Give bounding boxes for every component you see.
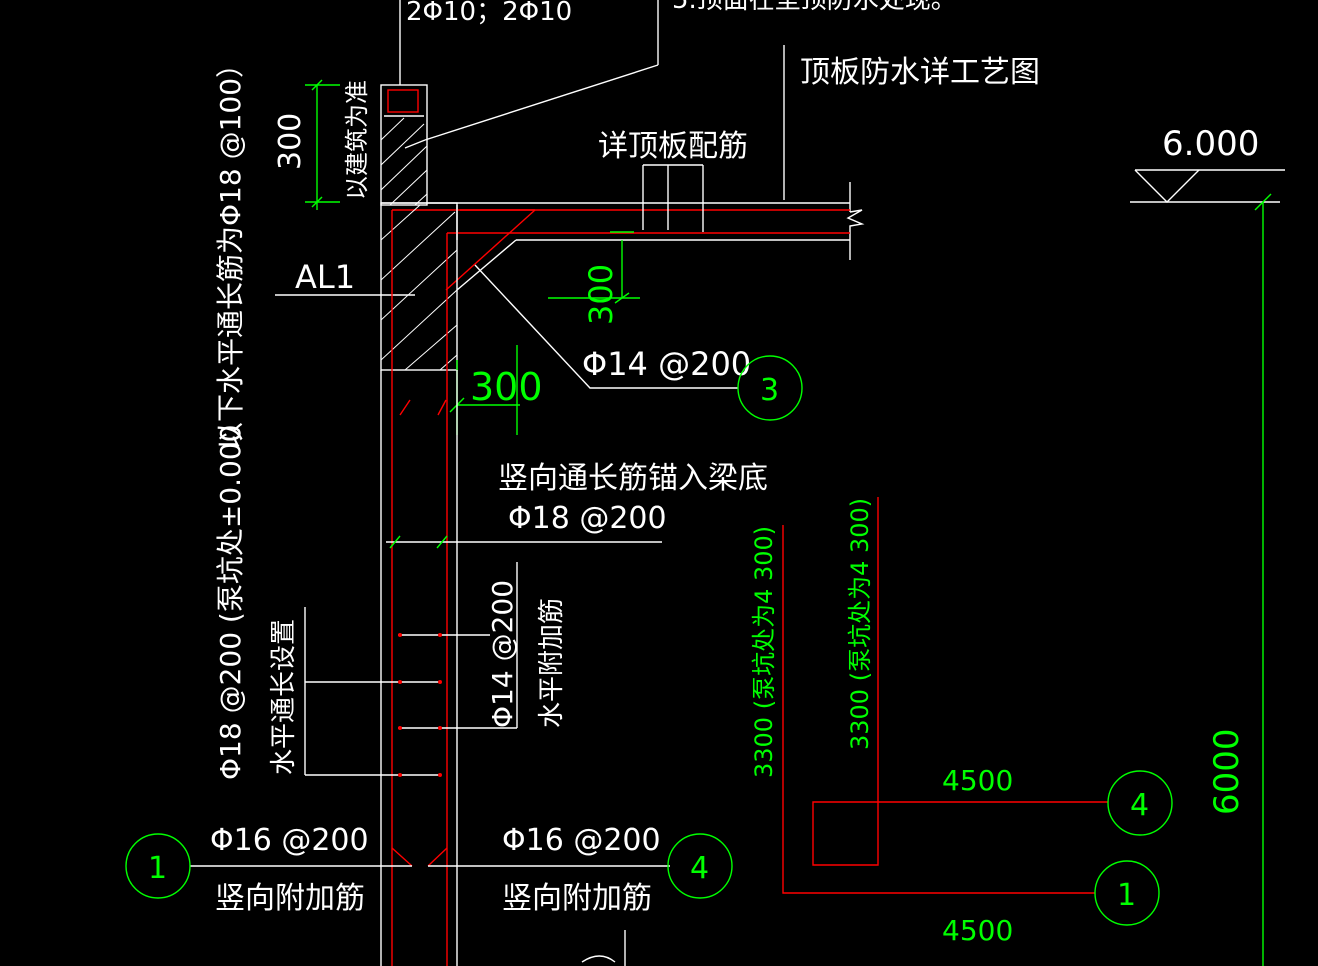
- extra-bar-spec: Φ14 @200: [486, 580, 519, 728]
- horizontal-note-vertical: 以下水平通长筋为Φ18 @100）: [214, 50, 247, 450]
- diag-bar-label: Φ14 @200: [582, 345, 751, 383]
- rebar-shape-4: [812, 497, 1108, 866]
- callout-4-right-circle: [1107, 770, 1173, 836]
- dim-3300-a: 3300 (泵坑处为4 300): [750, 526, 778, 778]
- right-vertical-label: 竖向附加筋: [502, 881, 652, 916]
- beam-label: AL1: [295, 258, 355, 296]
- dim-300-height: [305, 79, 340, 210]
- dim-haunch: [548, 231, 640, 304]
- diag-bar-leader: [474, 264, 738, 389]
- vertical-bar-label: Φ18 @200: [508, 501, 667, 536]
- callout-4-mid-circle: [667, 833, 733, 899]
- right-vertical-spec: Φ16 @200: [502, 823, 661, 858]
- beam-al1: [380, 202, 458, 371]
- callout-1-right-circle: [1094, 860, 1160, 926]
- vertical-anchor-label: 竖向通长筋锚入梁底: [498, 461, 768, 496]
- bottom-partial-arc: [581, 955, 616, 963]
- dim-width-300-label: 300: [470, 365, 543, 409]
- callout-1-left-circle: [125, 833, 191, 899]
- left-vertical-spec: Φ16 @200: [210, 823, 369, 858]
- callout-1-left: 1: [148, 851, 167, 886]
- callout-3: 3: [760, 373, 779, 408]
- arch-standard-label: 以建筑为准: [343, 80, 371, 200]
- wall: [380, 210, 458, 966]
- callout-4-mid: 4: [690, 851, 709, 886]
- vertical-bar-tick-b: [436, 535, 448, 549]
- horizontal-main-vertical: Φ18 @200 (泵坑处±0.000: [214, 425, 247, 780]
- roof-waterproof-label: 顶板防水详工艺图: [800, 55, 1040, 90]
- rebar-shape-1: [782, 525, 1095, 894]
- top-leaders: [399, 0, 785, 200]
- dim-haunch-label: 300: [582, 264, 620, 325]
- dim-4500-top: 4500: [942, 764, 1013, 797]
- top-note-right: 5.顶面在坚顶防水处现。: [672, 0, 957, 15]
- roof-rebar-label: 详顶板配筋: [598, 129, 748, 164]
- callout-1-right: 1: [1117, 878, 1136, 913]
- top-note-left: 2Φ10；2Φ10: [406, 0, 572, 27]
- callout-4-right: 4: [1130, 788, 1149, 823]
- roof-slab: [381, 182, 865, 291]
- parapet: [380, 84, 428, 206]
- extra-bar-label: 水平附加筋: [537, 598, 567, 728]
- callout-3-circle: [737, 355, 803, 421]
- elevation-symbol: [1130, 169, 1285, 203]
- dim-4500-bottom: 4500: [942, 914, 1013, 947]
- dim-3300-b: 3300 (泵坑处为4 300): [846, 498, 874, 750]
- horizontal-bar-leaders: [304, 562, 518, 777]
- elevation-value: 6.000: [1162, 124, 1259, 164]
- dim-6000-tick: [1254, 193, 1272, 211]
- vertical-bar-tick-a: [389, 535, 401, 549]
- roof-rebar-leaders: [642, 164, 704, 232]
- dim-6000-label: 6000: [1207, 728, 1247, 815]
- horizontal-full-length: 水平通长设置: [269, 619, 299, 775]
- dim-300-height-label: 300: [273, 113, 308, 170]
- left-vertical-label: 竖向附加筋: [215, 881, 365, 916]
